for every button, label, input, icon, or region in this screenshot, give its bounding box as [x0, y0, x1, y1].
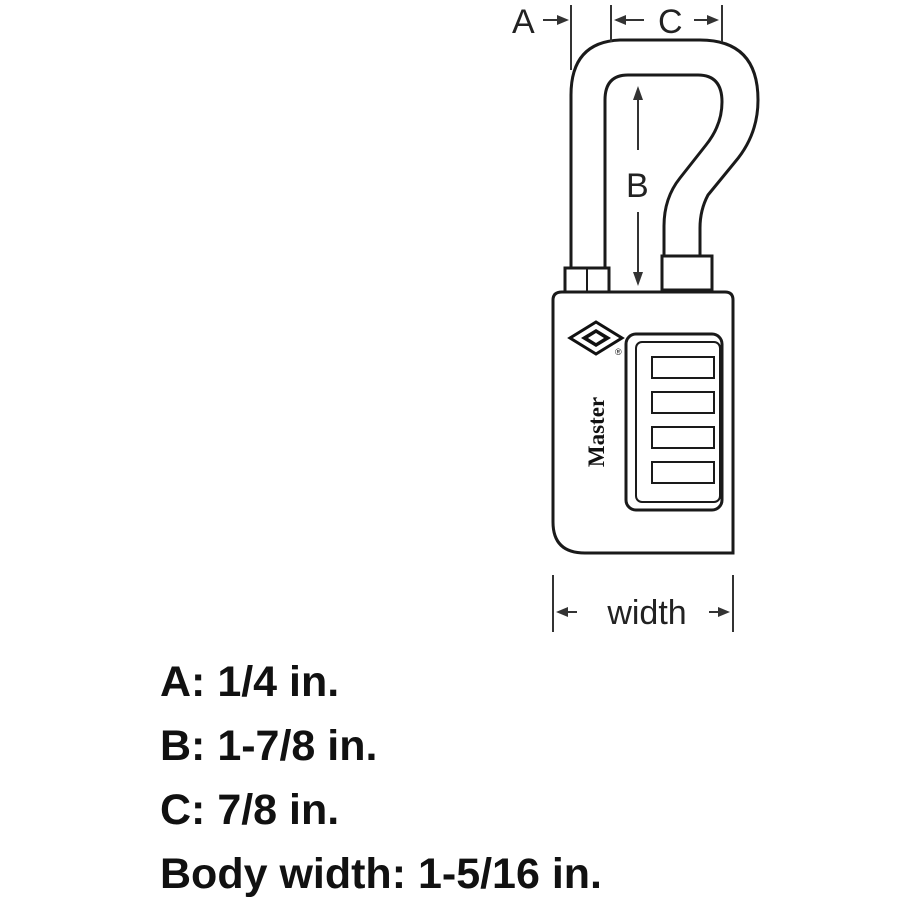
dimension-spec-list: A: 1/4 in. B: 1-7/8 in. C: 7/8 in. Body …: [160, 650, 602, 906]
dimension-b: [633, 86, 643, 286]
brand-name: Master: [584, 397, 609, 467]
dial-wheel: [651, 426, 715, 449]
shackle-inner: [603, 73, 724, 270]
dimension-b-label: B: [626, 167, 649, 205]
dial-wheel: [651, 461, 715, 484]
combination-dial-window: [624, 332, 724, 512]
dial-wheel: [651, 391, 715, 414]
dial-wheel: [651, 356, 715, 379]
spec-a: A: 1/4 in.: [160, 658, 340, 706]
dimension-a-label: A: [512, 3, 535, 41]
right-collar: [660, 254, 714, 292]
shackle-outer: [569, 38, 760, 270]
dimension-c-label: C: [658, 3, 683, 41]
spec-b: B: 1-7/8 in.: [160, 722, 378, 770]
dial-group: [651, 356, 715, 484]
brand-logo: [567, 320, 625, 356]
shackle: [569, 38, 760, 270]
spec-body-width: Body width: 1-5/16 in.: [160, 850, 602, 898]
dimension-width: [552, 575, 734, 632]
dimension-width-label: width: [606, 594, 686, 632]
registered-mark: ®: [615, 347, 622, 357]
dimension-a: [543, 5, 572, 70]
spec-c: C: 7/8 in.: [160, 786, 340, 834]
dimension-c: [610, 5, 723, 42]
